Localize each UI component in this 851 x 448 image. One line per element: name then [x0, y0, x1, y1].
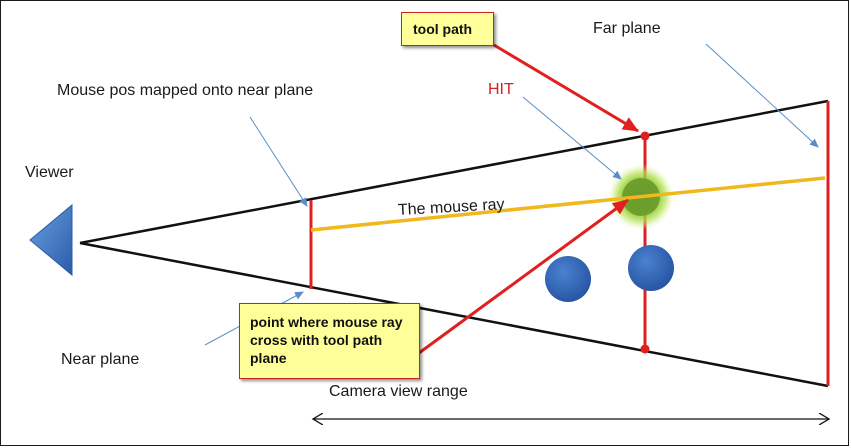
mouse-ray — [310, 176, 826, 232]
camera-range-label: Camera view range — [329, 383, 468, 400]
callout-arrow — [493, 43, 639, 133]
near-plane-label: Near plane — [61, 351, 140, 368]
far-plane-label: Far plane — [593, 20, 661, 37]
tool-path-callout: tool path — [401, 12, 494, 46]
pointer-arrow — [705, 43, 819, 148]
near-mapped-label: Mouse pos mapped onto near plane — [57, 82, 314, 99]
viewer-icon — [29, 203, 73, 277]
callout-arrow — [418, 198, 629, 355]
frustum-top-edge — [79, 99, 829, 245]
frustum-bottom-edge — [79, 241, 829, 388]
tool-path-bottom-point — [640, 344, 650, 354]
scene-sphere — [545, 256, 591, 302]
pointer-arrow — [522, 96, 622, 180]
cross-point-callout-text: point where mouse ray cross with tool pa… — [250, 314, 403, 366]
tool-path-callout-text: tool path — [413, 21, 473, 37]
tool-path-top-point — [640, 131, 650, 141]
hit-label: HIT — [488, 81, 514, 98]
pointer-arrow — [249, 116, 308, 207]
viewer-label: Viewer — [25, 164, 74, 181]
cross-point-callout: point where mouse ray cross with tool pa… — [239, 303, 420, 379]
scene-sphere — [628, 245, 674, 291]
